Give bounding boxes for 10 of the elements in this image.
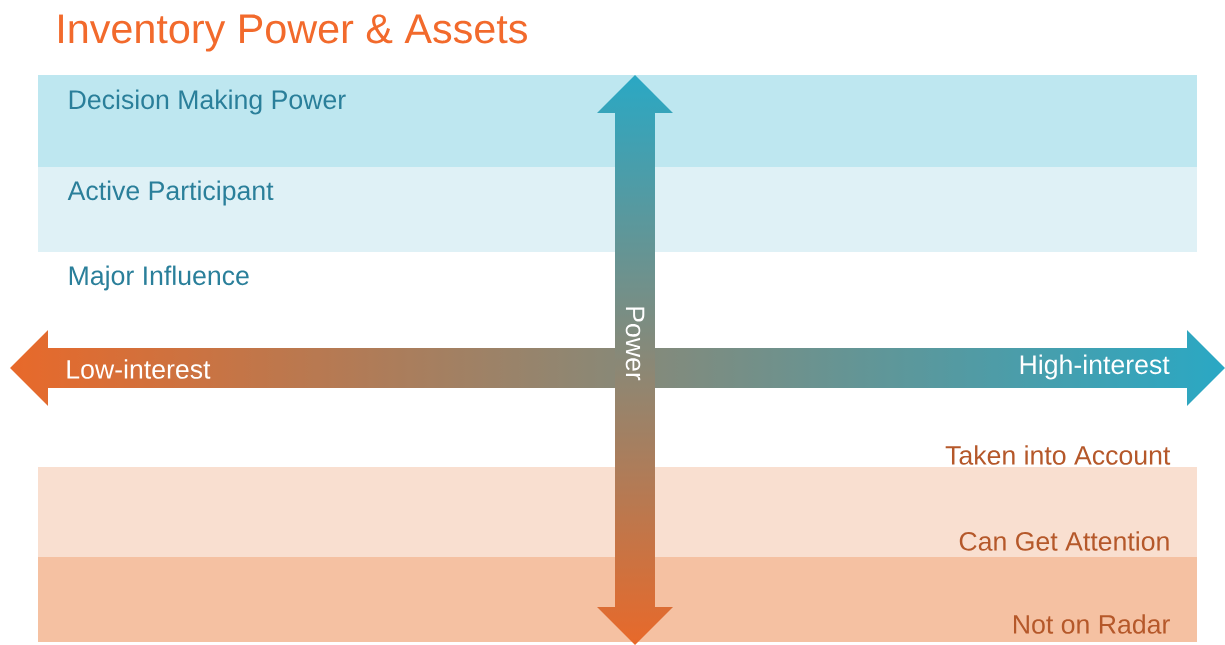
band: Decision Making Power bbox=[38, 75, 1197, 167]
band-label: Taken into Account bbox=[945, 445, 1171, 465]
axis-label: High-interest bbox=[1020, 354, 1170, 380]
title: Inventory Power & Assets bbox=[59, 14, 527, 52]
band-label: Major Influence bbox=[69, 265, 249, 291]
band: Can Get Attention bbox=[38, 467, 1197, 557]
axis-label: Power bbox=[625, 307, 645, 381]
band: Not on Radar bbox=[38, 557, 1197, 642]
band: Active Participant bbox=[38, 167, 1197, 252]
axis-label: Low-interest bbox=[67, 359, 211, 379]
